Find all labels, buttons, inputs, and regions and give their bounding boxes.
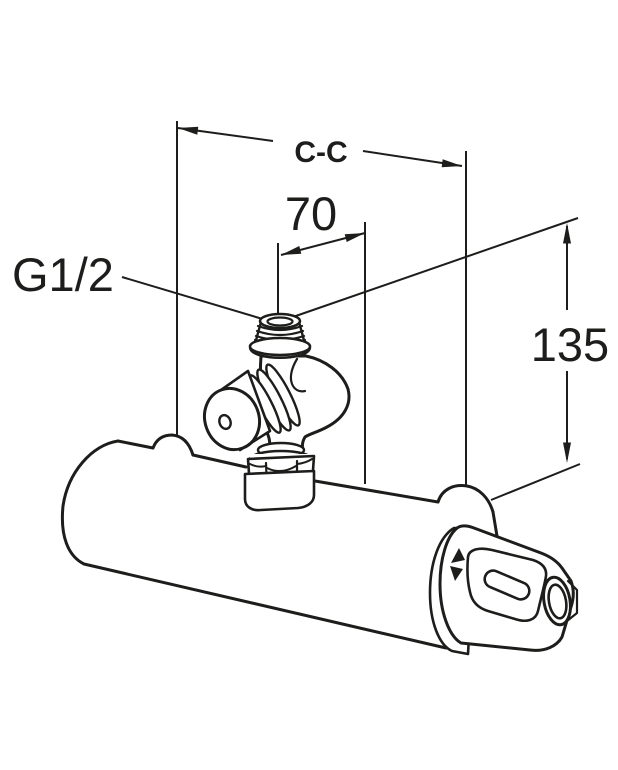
- body-left-cap-and-bottom-edge: [60, 439, 448, 650]
- arrow-up-icon: [451, 548, 465, 563]
- dim135-bottom-extension-line: [490, 463, 581, 501]
- check-valve-cap: [203, 369, 272, 452]
- arrowhead-up-icon: [563, 223, 571, 244]
- dimension-lines: [121, 121, 581, 502]
- height-135-dimension: [289, 217, 581, 501]
- cc-dimension: [176, 121, 467, 502]
- outlet-hex-facet: [565, 579, 579, 623]
- grip-slot-outline: [483, 569, 531, 601]
- top-inlet-thread: [248, 312, 312, 359]
- arrowhead-left-icon: [178, 126, 199, 135]
- hex-chamfer-arc: [249, 463, 267, 468]
- arrowhead-down-icon: [563, 442, 571, 463]
- outlet-bore: [547, 583, 568, 620]
- arrowhead-right-icon: [344, 233, 365, 242]
- temperature-knob: [428, 524, 579, 656]
- base-flange: [243, 469, 316, 512]
- right-inlet-dome: [436, 484, 495, 514]
- body-top-edge-c: [313, 479, 440, 504]
- arrow-down-icon: [450, 566, 463, 581]
- offset-70-dimension: [277, 222, 366, 484]
- dim-label-135: 135: [531, 318, 609, 371]
- top-connection-assembly: [203, 312, 351, 512]
- hex-chamfer-arc: [266, 465, 297, 472]
- arrowhead-left-icon: [281, 246, 302, 255]
- collar-band-arc: [248, 346, 312, 359]
- knob-front-face: [466, 547, 548, 623]
- body-fill: [62, 435, 500, 648]
- coupling-nut-assembly: [243, 441, 316, 512]
- thread-leader-line: [121, 276, 267, 321]
- dim-label-center-distance: C-C: [294, 136, 347, 169]
- knob-grip-slot: [483, 569, 531, 601]
- thread-ridge: [255, 329, 305, 337]
- shower-outlet: [542, 575, 579, 627]
- left-inlet-dome: [151, 433, 195, 457]
- dim-label-70: 70: [285, 187, 337, 240]
- cap-center-hole: [218, 413, 232, 431]
- arrowhead-right-icon: [441, 159, 462, 168]
- collar-ring: [248, 336, 312, 357]
- valve-body-fillet-line: [289, 357, 307, 393]
- dim135-top-extension-line: [289, 217, 579, 319]
- body-top-edge-a: [116, 439, 155, 450]
- thread-size-label: G1/2: [12, 248, 114, 301]
- thread-ridge: [256, 324, 304, 332]
- cap-face: [203, 386, 261, 452]
- check-valve-rings: [248, 363, 301, 434]
- body-top-edge-b: [191, 453, 248, 469]
- hex-chamfer-arc: [296, 458, 313, 465]
- thread-bore-opening: [266, 316, 294, 327]
